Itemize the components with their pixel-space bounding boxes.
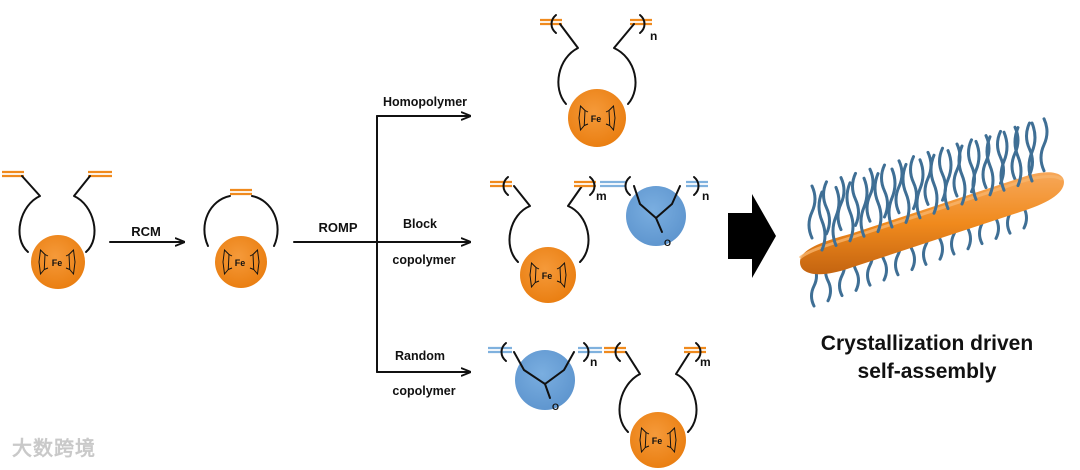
corona-chain [943,149,953,211]
corona-chain [1027,121,1037,183]
corona-chain [859,176,869,238]
corona-chain [836,176,846,232]
romp-branching-arrows: ROMP Homopolymer Block copolymer Random … [293,95,471,398]
corona-chain [831,185,841,247]
corona-chain [1010,125,1020,181]
corona-chain [929,153,939,215]
repeat-m: m [596,189,607,203]
corona-chain [887,167,897,229]
corona-chain [1013,126,1023,188]
fe-label: Fe [542,271,553,281]
ferrocene-orange-circle [215,236,267,288]
fe-label: Fe [591,114,602,124]
ferrocene-orange-circle [630,412,686,468]
ferrocene-orange-circle [31,235,85,289]
corona-chain [985,135,995,197]
homopolymer-label: Homopolymer [383,95,467,109]
corona-chain [1039,117,1049,173]
rcm-label: RCM [131,224,161,239]
corona-chain [873,172,883,234]
block-copolymer-label: copolymer [392,253,455,267]
cdsa-label-line2: self-assembly [858,360,997,383]
fe-label: Fe [235,258,246,268]
block-copolymer-structure: m Fe O n [490,176,709,303]
corona-chain [807,184,817,240]
corona-chain [901,162,911,224]
block-label: Block [403,217,437,231]
fe-label: Fe [652,436,663,446]
corona-chain [880,163,889,219]
cdsa-label-line1: Crystallization driven [821,332,1033,355]
romp-label: ROMP [319,220,358,235]
blue-comonomer-circle [515,350,575,410]
random-copolymer-structure: O n m Fe [488,342,711,468]
random-copolymer-label: copolymer [392,384,455,398]
ferrocene-orange-circle [568,89,626,147]
corona-chain [996,129,1005,185]
blue-comonomer-circle [626,186,686,246]
repeat-m: m [700,355,711,369]
ferrocene-orange-circle [520,247,576,303]
corona-chain [822,180,831,236]
corona-chain [894,159,904,215]
corona-chain [845,181,855,243]
oxygen-o: O [664,238,671,248]
fe-label: Fe [52,258,63,268]
watermark: 大数跨境 [12,436,96,460]
corona-chain [957,144,967,206]
corona-chain [851,171,860,227]
homopolymer-structure: n Fe [540,14,657,147]
monomer-diene: Fe [2,170,112,289]
oxygen-o: O [552,402,559,412]
corona-chain [999,130,1009,192]
corona-chain [817,190,827,252]
corona-chain [1025,121,1034,177]
corona-chain [923,150,933,206]
repeat-n: n [650,29,657,43]
repeat-n: n [702,189,709,203]
repeat-n: n [590,355,597,369]
ring-closed-monomer: Fe [203,188,279,288]
rcm-arrow: RCM [109,224,185,242]
corona-chain [971,139,981,201]
random-label: Random [395,349,445,363]
big-forward-arrow [728,194,776,278]
corona-chain [915,158,925,220]
corona-chains-front [817,121,1037,252]
corona-chain [865,167,875,223]
